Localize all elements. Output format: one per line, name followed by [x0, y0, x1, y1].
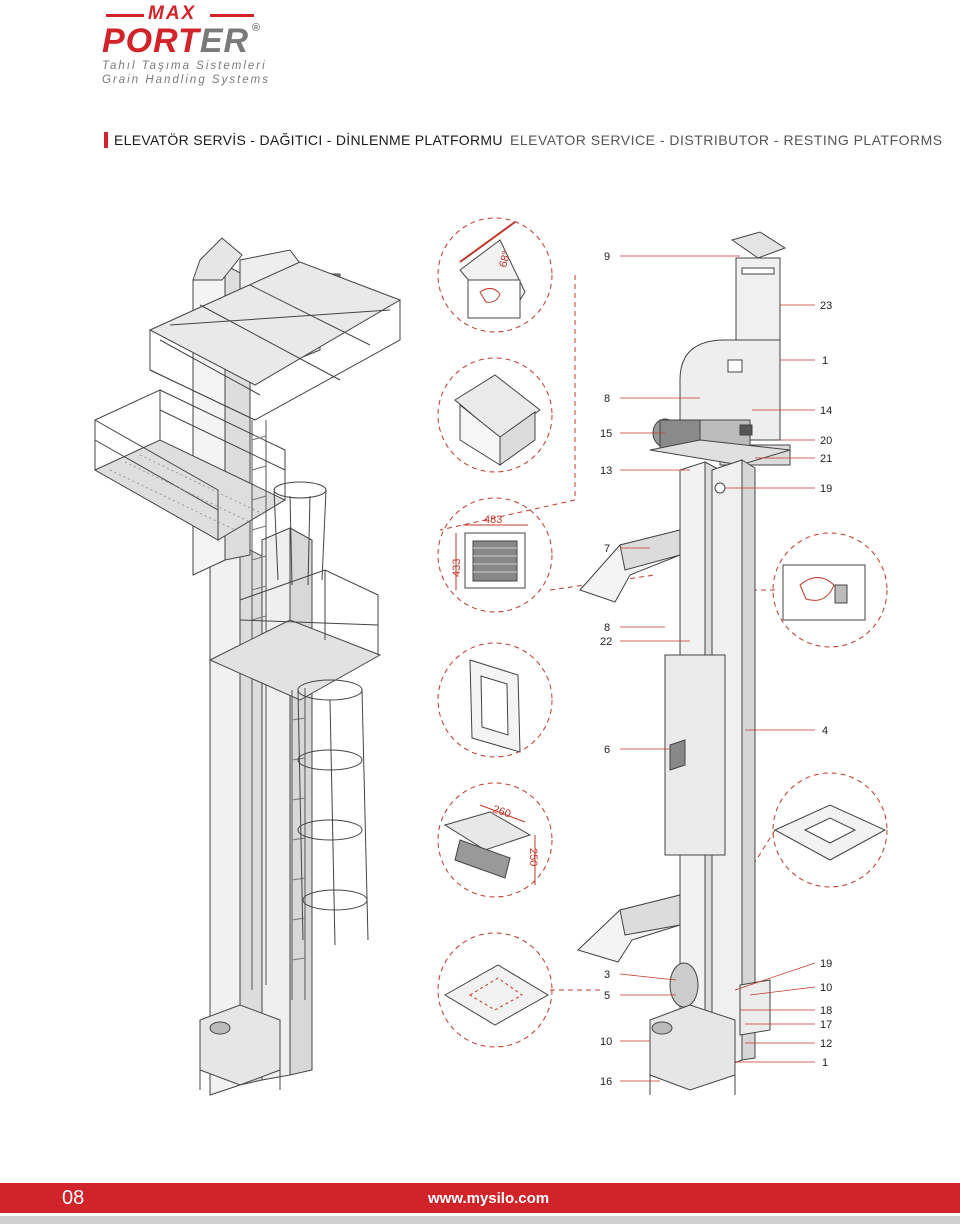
callout-4: 4 — [822, 725, 828, 737]
brand-logo: MAX PORTER ® Tahıl Taşıma Sistemleri Gra… — [100, 3, 270, 89]
header-accent-bar — [104, 132, 108, 148]
logo-right-bar — [210, 14, 254, 17]
elevator-technical-drawing: 68° 483 433 260 250 9 8 15 13 7 8 22 6 3… — [93, 217, 888, 1096]
callout-1-bottom: 1 — [822, 1057, 828, 1069]
tagline-tr: Tahıl Taşıma Sistemleri — [102, 60, 267, 72]
logo-porter: PORTER — [102, 21, 249, 61]
footer-bar — [0, 1183, 960, 1213]
callout-18: 18 — [820, 1005, 832, 1017]
footer-underline — [0, 1216, 960, 1224]
callout-20: 20 — [820, 435, 832, 447]
logo-porter-grey: ER — [199, 22, 250, 60]
detail-hood — [459, 221, 526, 319]
callout-9: 9 — [604, 251, 610, 263]
dim-width-260: 260 — [491, 803, 512, 820]
callout-19-bottom: 19 — [820, 958, 832, 970]
callout-16: 16 — [600, 1076, 612, 1088]
callout-13: 13 — [600, 465, 612, 477]
dim-width-483: 483 — [484, 514, 502, 526]
callout-14: 14 — [820, 405, 832, 417]
page-number: 08 — [62, 1187, 85, 1209]
callout-22: 22 — [600, 636, 612, 648]
dim-angle-68: 68° — [497, 250, 513, 269]
logo-porter-red: PORT — [102, 22, 200, 60]
detail-base-plate — [444, 964, 549, 1026]
dim-height-433: 433 — [451, 559, 463, 577]
callout-15: 15 — [600, 428, 612, 440]
logo-left-bar — [106, 14, 144, 17]
right-elevator-side — [577, 231, 791, 1095]
tagline-en: Grain Handling Systems — [102, 74, 270, 86]
callout-23: 23 — [820, 300, 832, 312]
callout-1-top: 1 — [822, 355, 828, 367]
callout-5: 5 — [604, 990, 610, 1002]
logo-max-row: MAX — [100, 3, 260, 26]
registered-mark: ® — [252, 22, 261, 34]
callout-10-left: 10 — [600, 1036, 612, 1048]
page-title-tr: ELEVATÖR SERVİS - DAĞITICI - DİNLENME PL… — [114, 132, 503, 148]
website-link[interactable]: www.mysilo.com — [428, 1190, 550, 1207]
callout-8-mid: 8 — [604, 622, 610, 634]
detail-top-flange — [773, 804, 887, 861]
detail-valve — [782, 564, 866, 621]
detail-flange — [469, 659, 521, 753]
callout-17: 17 — [820, 1019, 832, 1031]
callout-12: 12 — [820, 1038, 832, 1050]
dim-height-250: 250 — [527, 848, 539, 866]
detail-grate — [455, 524, 528, 590]
callout-7: 7 — [604, 543, 610, 555]
callout-8-top: 8 — [604, 393, 610, 405]
detail-roof — [454, 374, 541, 466]
callout-19-top: 19 — [820, 483, 832, 495]
callout-10-right: 10 — [820, 982, 832, 994]
page-title-en: ELEVATOR SERVICE - DISTRIBUTOR - RESTING… — [510, 132, 943, 148]
detail-hatch — [443, 804, 536, 885]
callout-21: 21 — [820, 453, 832, 465]
callout-3: 3 — [604, 969, 610, 981]
left-elevator-iso — [93, 237, 402, 1096]
logo-max-text: MAX — [148, 3, 197, 24]
callout-6: 6 — [604, 744, 610, 756]
